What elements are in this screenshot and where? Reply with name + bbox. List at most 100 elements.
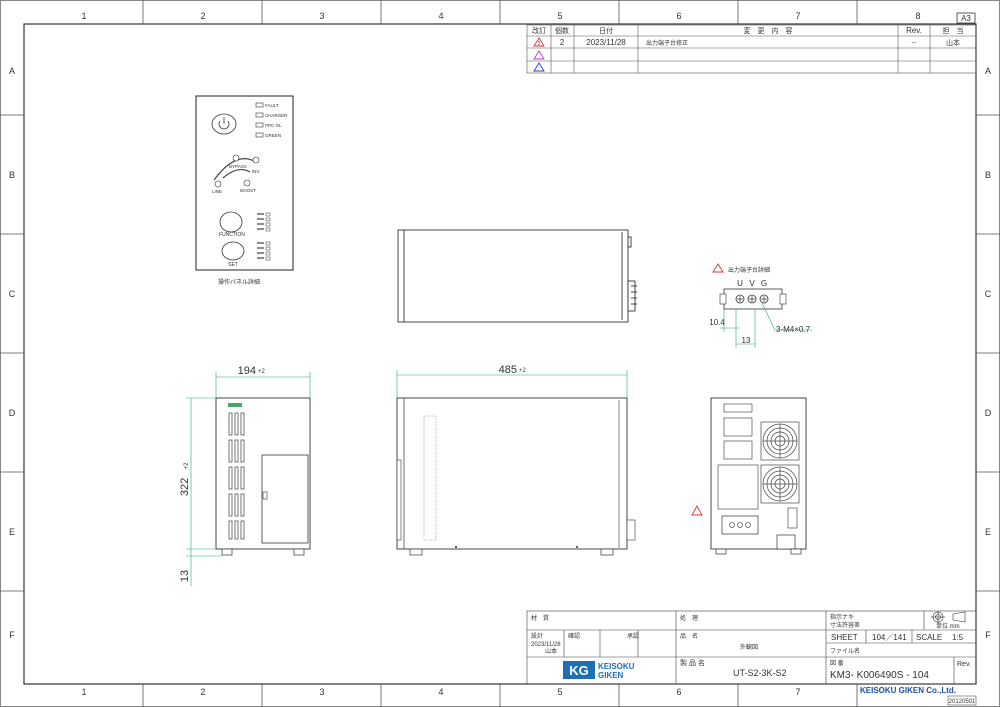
arc-label: LINE	[212, 189, 222, 194]
indicator-label: FAULT	[265, 103, 279, 108]
title-block	[526, 610, 977, 685]
rev-rev: --	[912, 40, 917, 47]
svg-text:KG: KG	[569, 663, 589, 678]
arc-label: BYPASS	[229, 164, 247, 169]
indicator-label: GREEN	[265, 133, 281, 138]
row-label: B	[985, 170, 991, 180]
row-label: E	[9, 527, 15, 537]
tb-product-label: 製 品 名	[680, 658, 705, 667]
revision-table	[526, 24, 977, 74]
svg-text:2: 2	[538, 41, 541, 47]
col-label: 7	[795, 687, 800, 697]
col-label: 3	[319, 687, 324, 697]
tb-sheet-value: 104／141	[872, 633, 907, 642]
arc-label: BOOST	[240, 188, 256, 193]
tb-drawing-value: KM3- K006490S - 104	[830, 670, 929, 681]
rev-header: 日付	[599, 26, 613, 35]
row-label: A	[9, 66, 15, 76]
panel-caption: 操作パネル詳細	[218, 278, 260, 286]
terminal-label: U	[737, 279, 743, 288]
row-label: B	[9, 170, 15, 180]
tb-name-label: 品 名	[680, 632, 698, 640]
row-label: F	[9, 630, 15, 640]
terminal-title: 出力端子台詳細	[728, 266, 770, 274]
dim-width-tol: +2	[258, 369, 266, 375]
company-logo: KG KEISOKU GIKEN	[563, 661, 635, 680]
rev-content: 出力端子台修正	[646, 39, 688, 47]
indicator-label: PPC-OL	[265, 123, 282, 128]
terminal-label: G	[761, 279, 767, 288]
revision-triangle-icon	[712, 263, 724, 273]
tb-check-label: 確認	[568, 632, 580, 640]
tb-scale-value: 1:5	[952, 633, 964, 642]
col-label: 4	[438, 687, 443, 697]
tb-product-value: UT-S2-3K-S2	[733, 668, 787, 678]
rev-header: 担 当	[943, 26, 964, 35]
dim-height-tol: +2	[184, 462, 190, 470]
tb-process-label: 処 理	[680, 614, 698, 622]
rev-header: Rev.	[906, 26, 922, 35]
rev-header: 変 更 内 容	[744, 26, 793, 35]
terminal-dim-a: 10.4	[709, 318, 725, 327]
inlet-socket	[776, 534, 796, 550]
tb-note2: 寸法許容差	[830, 621, 860, 629]
row-label: C	[985, 289, 992, 299]
side-view	[396, 397, 636, 556]
operation-panel: FAULT CHARGER PPC-OL GREEN BYPASS INV. L…	[195, 95, 294, 271]
fan-icon	[760, 464, 800, 504]
tb-design-date: 2023/11/28	[531, 642, 561, 648]
tb-note1: 指示ナキ	[830, 613, 854, 621]
terminal-label: V	[749, 279, 755, 288]
dim-length: 485	[499, 364, 517, 376]
svg-text:KEISOKU: KEISOKU	[598, 662, 635, 671]
col-label: 7	[795, 11, 800, 21]
col-label: 4	[438, 11, 443, 21]
col-label: 6	[676, 11, 681, 21]
indicator-label: CHARGER	[265, 113, 288, 118]
projection-symbol-icon	[931, 611, 966, 623]
rev-header: 個数	[555, 26, 569, 35]
row-label: D	[9, 408, 16, 418]
terminal-screw: 3-M4×0.7	[776, 325, 811, 334]
col-label: 3	[319, 11, 324, 21]
output-terminal	[721, 515, 759, 535]
dim-height: 322	[179, 478, 191, 496]
set-label: SET	[228, 262, 238, 268]
col-label: 8	[915, 11, 920, 21]
tb-material-label: 材 質	[531, 614, 549, 622]
col-label: 6	[676, 687, 681, 697]
tb-rev-label: Rev.	[957, 661, 971, 668]
front-view	[215, 397, 311, 556]
tb-approve-label: 承認	[627, 632, 639, 640]
dim-length-tol: +2	[519, 368, 527, 374]
rev-count: 2	[560, 38, 565, 47]
tb-design-label: 設計	[531, 632, 543, 640]
set-button	[221, 241, 245, 261]
col-label: 1	[81, 687, 86, 697]
company-name: KEISOKU GIKEN Co.,Ltd.	[860, 686, 956, 695]
col-label: 2	[200, 687, 205, 697]
sheet-size: A3	[961, 14, 971, 23]
function-button	[219, 211, 243, 233]
rear-view	[710, 397, 807, 555]
top-view	[397, 229, 637, 323]
revision-triangle-icon	[533, 37, 545, 72]
revision-triangle-icon	[691, 505, 703, 516]
svg-text:GIKEN: GIKEN	[598, 671, 624, 680]
row-label: E	[985, 527, 991, 537]
row-label: D	[985, 408, 992, 418]
row-label: C	[9, 289, 16, 299]
rev-date: 2023/11/28	[586, 38, 626, 47]
tb-name-value: 外観図	[740, 643, 758, 651]
rev-person: 山本	[946, 38, 960, 47]
col-label: 2	[200, 11, 205, 21]
col-label: 1	[81, 11, 86, 21]
function-label: FUNCTION	[219, 232, 245, 238]
row-label: F	[985, 630, 991, 640]
tb-file-label: ファイル名	[830, 647, 860, 655]
tb-scale-label: SCALE	[916, 633, 942, 642]
arc-label: INV.	[252, 169, 260, 174]
vent-grille	[423, 415, 437, 541]
tb-sheet-label: SHEET	[831, 633, 858, 642]
